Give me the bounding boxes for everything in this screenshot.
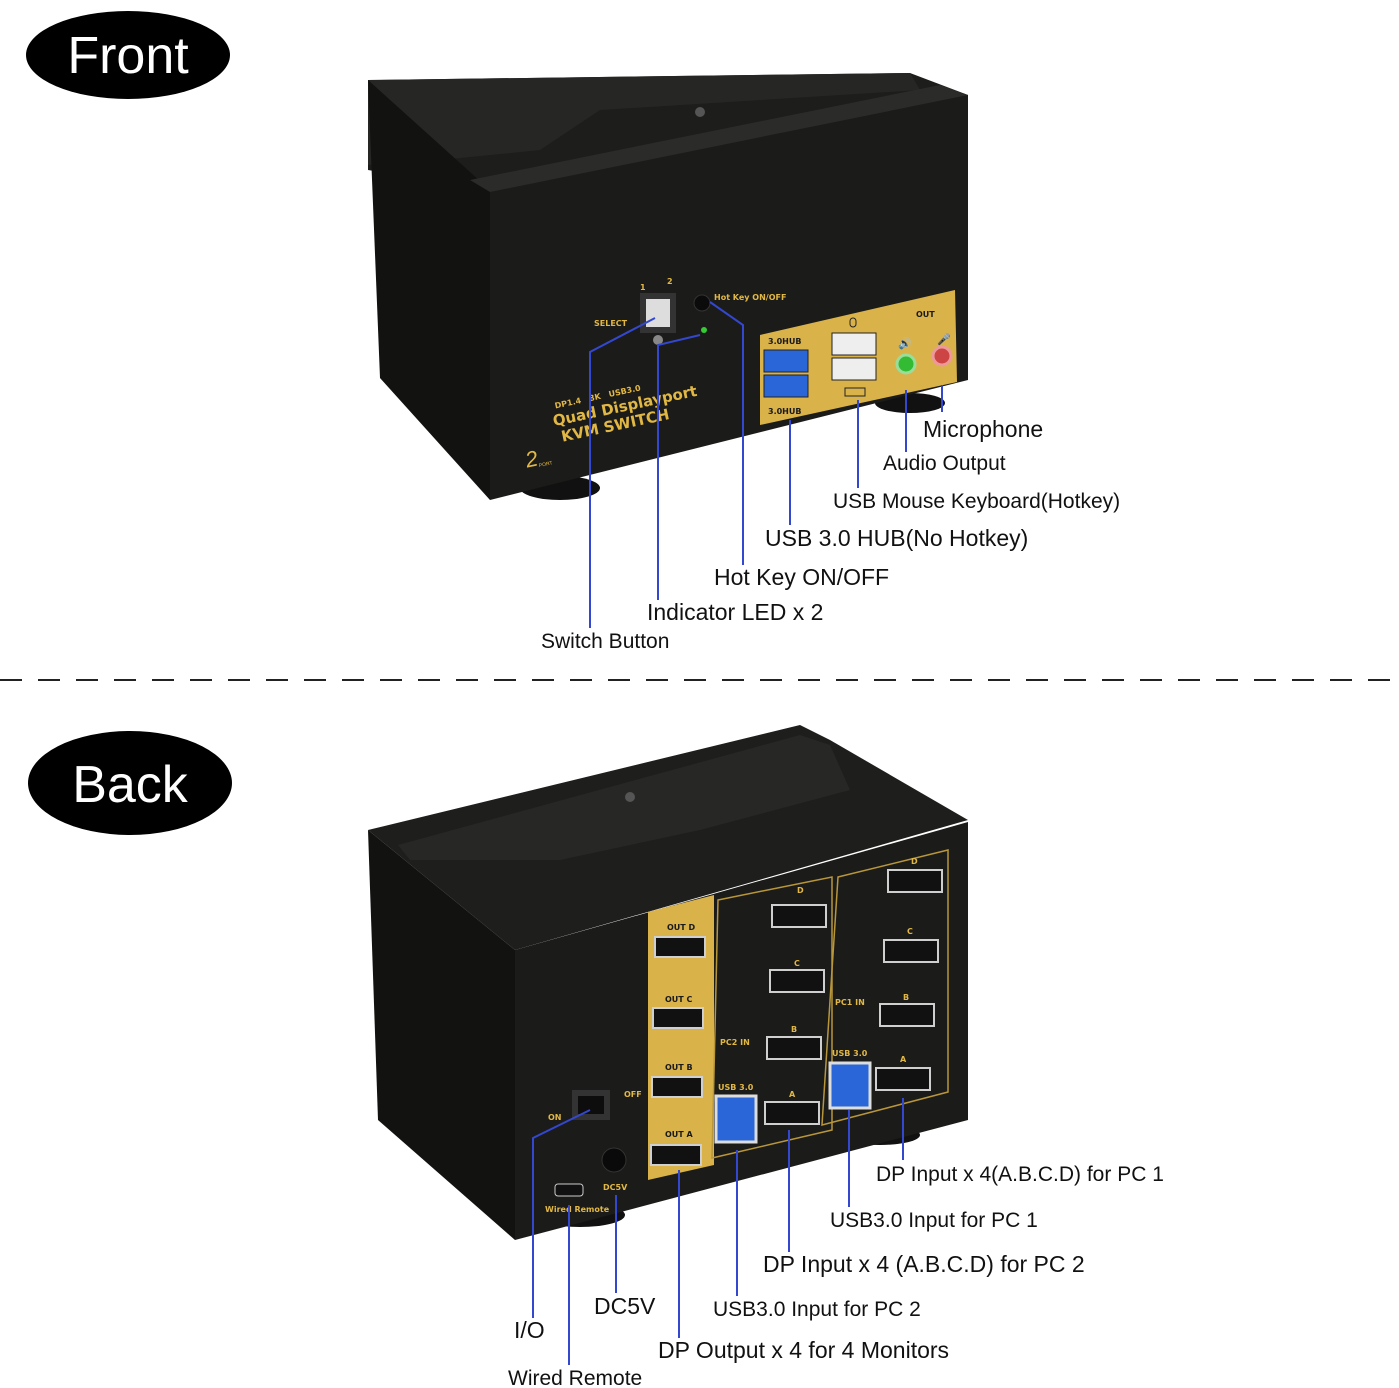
pc2-letter-c: C	[794, 959, 800, 968]
back-device: ON OFF DC5V Wired Remote OUT D OUT C OUT…	[368, 725, 968, 1240]
out-c-text: OUT C	[665, 995, 693, 1004]
pc2-usb-b-port[interactable]	[714, 1094, 758, 1144]
audio-output-jack[interactable]	[895, 353, 917, 375]
mouse-icon	[849, 317, 857, 328]
label-usb-hub: USB 3.0 HUB(No Hotkey)	[765, 525, 1028, 551]
pc2-dp-a[interactable]	[764, 1101, 820, 1125]
out-a-text: OUT A	[665, 1130, 694, 1139]
label-switch-button: Switch Button	[541, 630, 669, 653]
pc1-letter-b: B	[903, 993, 909, 1002]
label-usb-input-pc2: USB3.0 Input for PC 2	[713, 1298, 921, 1321]
dp-out-c[interactable]	[652, 1007, 704, 1029]
usb30-port-2[interactable]	[763, 374, 809, 398]
port-2-number: 2	[667, 277, 673, 286]
pc1-letter-a: A	[900, 1055, 907, 1064]
back-title: Back	[72, 756, 189, 814]
pc1-dp-b[interactable]	[879, 1003, 935, 1027]
pc2-letter-d: D	[797, 886, 804, 895]
front-title: Front	[67, 27, 189, 85]
out-b-text: OUT B	[665, 1063, 693, 1072]
pc2-usb-text: USB 3.0	[718, 1083, 754, 1092]
front-leader-lines	[589, 301, 943, 628]
label-dp-input-pc1: DP Input x 4(A.B.C.D) for PC 1	[876, 1163, 1164, 1186]
pc1-letter-d: D	[911, 857, 918, 866]
switch-button[interactable]	[646, 299, 670, 327]
pc2-letter-a: A	[789, 1090, 796, 1099]
led-2-icon	[701, 327, 707, 333]
dc5v-jack[interactable]	[601, 1147, 627, 1173]
out-text: OUT	[916, 310, 935, 319]
label-usb-input-pc1: USB3.0 Input for PC 1	[830, 1209, 1038, 1232]
pc1-dp-a[interactable]	[875, 1067, 931, 1091]
pc1-usb-text: USB 3.0	[832, 1049, 868, 1058]
on-text: ON	[548, 1113, 562, 1122]
out-d-text: OUT D	[667, 923, 696, 932]
dc5v-text: DC5V	[603, 1183, 628, 1192]
dp-output-panel	[648, 895, 714, 1180]
led-1-icon	[653, 335, 663, 345]
badge-8k: 8K	[588, 392, 602, 403]
pc1-letter-c: C	[907, 927, 913, 936]
back-leader-lines	[532, 1098, 904, 1365]
pc2-letter-b: B	[791, 1025, 797, 1034]
wired-remote-text: Wired Remote	[545, 1205, 610, 1214]
port-1-number: 1	[640, 283, 646, 292]
label-dc5v: DC5V	[594, 1293, 656, 1319]
usb-mouse-port[interactable]	[831, 332, 877, 356]
label-indicator-led: Indicator LED x 2	[647, 599, 823, 625]
label-hot-key: Hot Key ON/OFF	[714, 564, 889, 590]
usb-keyboard-port[interactable]	[831, 357, 877, 381]
hub-bottom-text: 3.0HUB	[768, 407, 801, 416]
keyboard-icon	[844, 387, 866, 397]
front-badge: Front	[26, 11, 230, 99]
front-device: SELECT 1 2 Hot Key ON/OFF DP1.4 8K USB3.…	[368, 73, 968, 500]
hotkey-button[interactable]	[693, 294, 711, 312]
label-io: I/O	[514, 1317, 545, 1343]
pc1-dp-d[interactable]	[887, 869, 943, 893]
usb30-port-1[interactable]	[763, 349, 809, 373]
label-dp-input-pc2: DP Input x 4 (A.B.C.D) for PC 2	[763, 1251, 1085, 1277]
off-text: OFF	[624, 1090, 642, 1099]
pc2-dp-c[interactable]	[769, 969, 825, 993]
pc1-usb-b-port[interactable]	[828, 1061, 872, 1110]
pc2-dp-b[interactable]	[766, 1036, 822, 1060]
pc1-dp-c[interactable]	[883, 939, 939, 963]
pc2-dp-d[interactable]	[771, 904, 827, 928]
pc1-in-text: PC1 IN	[835, 998, 865, 1007]
hub-top-text: 3.0HUB	[768, 337, 801, 346]
pc2-panel	[711, 876, 833, 1159]
microphone-jack[interactable]	[931, 345, 953, 367]
dp-out-a[interactable]	[650, 1144, 702, 1166]
label-microphone: Microphone	[923, 416, 1043, 442]
hotkey-text: Hot Key ON/OFF	[714, 293, 786, 302]
select-text: SELECT	[594, 319, 628, 328]
label-wired-remote: Wired Remote	[508, 1367, 642, 1388]
dp-out-d[interactable]	[654, 936, 706, 958]
brand-port-count: 2	[522, 446, 540, 473]
label-audio-output: Audio Output	[883, 452, 1006, 475]
dp-out-b[interactable]	[651, 1076, 703, 1098]
pc2-in-text: PC2 IN	[720, 1038, 750, 1047]
brand-port-word: PORT	[538, 460, 553, 469]
back-badge: Back	[28, 731, 232, 835]
speaker-icon: 🔊	[898, 336, 912, 350]
label-dp-output: DP Output x 4 for 4 Monitors	[658, 1337, 949, 1363]
pc1-panel	[821, 849, 949, 1126]
wired-remote-port[interactable]	[554, 1183, 584, 1197]
label-usb-mouse-keyboard: USB Mouse Keyboard(Hotkey)	[833, 490, 1120, 513]
microphone-icon: 🎤	[937, 332, 951, 346]
